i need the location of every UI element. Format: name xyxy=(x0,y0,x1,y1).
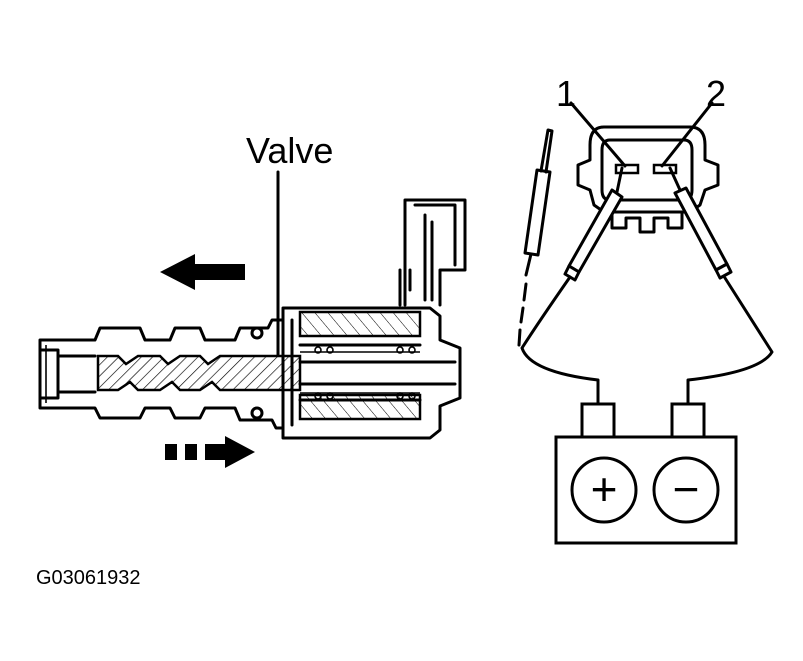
wire-negative xyxy=(686,276,774,410)
solenoid-housing xyxy=(281,306,462,440)
terminal-2-label: 2 xyxy=(706,73,727,114)
battery-negative-symbol: − xyxy=(673,463,700,515)
terminal-1-label: 1 xyxy=(556,73,577,114)
terminal-1 xyxy=(614,163,640,175)
battery-post-positive xyxy=(580,402,616,442)
solenoid-coil-top xyxy=(298,310,422,338)
dashed-arrow-right-icon xyxy=(165,444,177,460)
valve-spool xyxy=(96,354,302,392)
oil-control-valve xyxy=(38,198,467,440)
figure-code: G03061932 xyxy=(36,567,141,589)
valve-end-cap xyxy=(38,348,97,400)
terminal-2 xyxy=(652,163,678,175)
solenoid-connector xyxy=(403,198,467,307)
battery-negative-icon xyxy=(652,456,720,524)
wire-positive xyxy=(520,275,600,410)
valve-body xyxy=(38,318,285,430)
probe-left xyxy=(567,188,624,274)
battery-post-negative xyxy=(670,402,706,442)
connector-test-setup: + − xyxy=(517,101,774,545)
arrow-left-icon xyxy=(160,254,245,290)
valve-label: Valve xyxy=(246,130,334,171)
battery-positive-icon xyxy=(570,456,638,524)
loose-probe xyxy=(523,168,552,257)
battery-positive-symbol: + xyxy=(591,463,618,515)
